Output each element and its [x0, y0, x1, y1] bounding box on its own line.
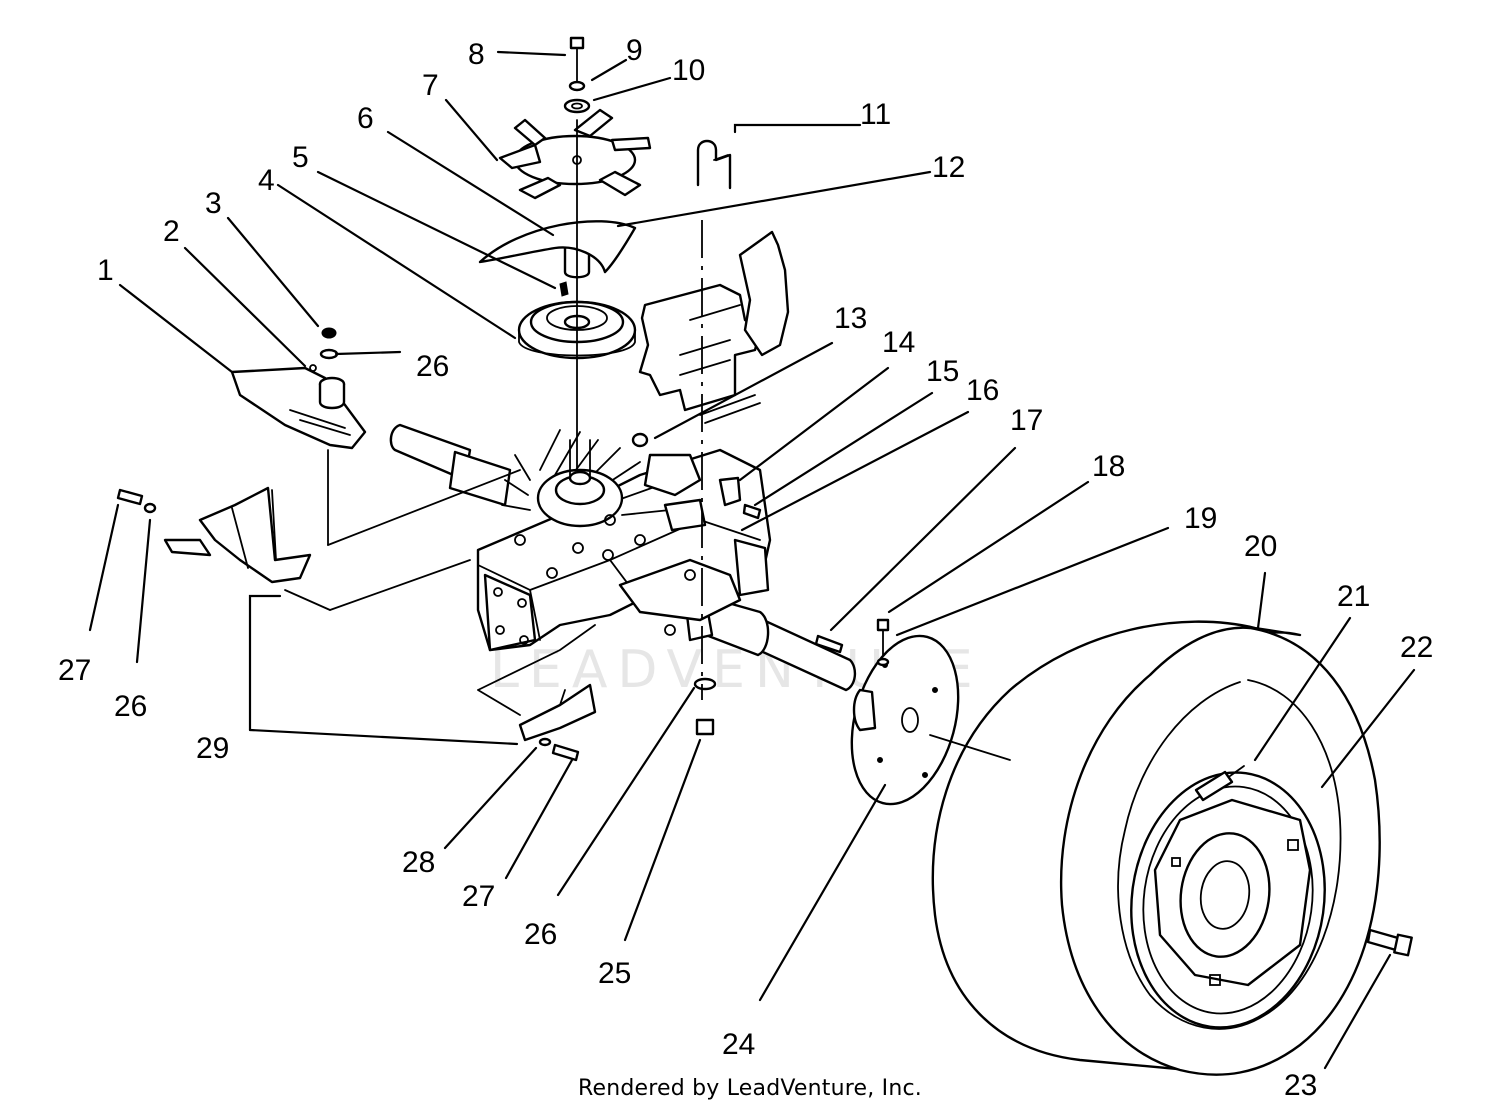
- callout-19: 19: [1184, 502, 1217, 535]
- callout-17: 17: [1010, 404, 1043, 437]
- callout-4: 4: [258, 164, 275, 197]
- callout-15: 15: [926, 355, 959, 388]
- callout-5: 5: [292, 141, 309, 174]
- callout-13: 13: [834, 302, 867, 335]
- callout-22: 22: [1400, 631, 1433, 664]
- bracket-bolt[interactable]: [116, 488, 144, 506]
- lower-bolt[interactable]: [551, 743, 580, 762]
- valve-stem[interactable]: [1194, 765, 1245, 802]
- callout-1: 1: [97, 254, 114, 287]
- transaxle-housing[interactable]: [476, 429, 772, 652]
- axle-key[interactable]: [814, 634, 844, 654]
- fan-bolt[interactable]: [569, 36, 585, 83]
- callout-26: 26: [524, 918, 557, 951]
- pivot-bolt[interactable]: [742, 503, 762, 520]
- callout-25: 25: [598, 957, 631, 990]
- fan-lockwasher[interactable]: [568, 80, 586, 92]
- callout-2: 2: [163, 215, 180, 248]
- callout-12: 12: [932, 151, 965, 184]
- callout-28: 28: [402, 846, 435, 879]
- wheel-rim[interactable]: [1115, 760, 1341, 1040]
- callout-21: 21: [1337, 580, 1370, 613]
- fan-shroud[interactable]: [478, 220, 637, 274]
- pivot-link[interactable]: [718, 476, 742, 507]
- left-axle[interactable]: [389, 423, 512, 507]
- cooling-fan[interactable]: [498, 108, 652, 200]
- callout-3: 3: [205, 187, 222, 220]
- wheel-bolt[interactable]: [1366, 928, 1413, 957]
- callout-27: 27: [58, 654, 91, 687]
- bracket-washer[interactable]: [143, 502, 157, 514]
- hub-washer[interactable]: [876, 657, 890, 667]
- callout-7: 7: [422, 69, 439, 102]
- callout-6: 6: [357, 102, 374, 135]
- clip[interactable]: [309, 364, 317, 372]
- callout-29: 29: [196, 732, 229, 765]
- callout-11: 11: [860, 98, 891, 131]
- drain-washer[interactable]: [693, 677, 717, 691]
- drain-plug[interactable]: [695, 718, 715, 736]
- frame-panel[interactable]: [638, 230, 790, 424]
- pulley-key[interactable]: [559, 281, 569, 297]
- callout-labels: 8 9 10 7 11 6 5 12 4 3 2 1 26 13 14 15 1…: [58, 34, 1433, 1102]
- callout-23: 23: [1284, 1069, 1317, 1102]
- callout-10: 10: [672, 54, 705, 87]
- callout-9: 9: [626, 34, 643, 67]
- callout-26: 26: [416, 350, 449, 383]
- callout-14: 14: [882, 326, 915, 359]
- fan-washer[interactable]: [563, 98, 591, 114]
- footer-credit: Rendered by LeadVenture, Inc.: [578, 1076, 922, 1101]
- u-bolt[interactable]: [696, 139, 732, 190]
- brake-bracket[interactable]: [163, 486, 312, 584]
- callout-26: 26: [114, 690, 147, 723]
- wheel-hub-flange[interactable]: [834, 624, 975, 816]
- pivot-nut[interactable]: [631, 432, 649, 448]
- callout-8: 8: [468, 38, 485, 71]
- assembly-centerlines: [284, 119, 1011, 761]
- nut[interactable]: [321, 327, 337, 339]
- washer[interactable]: [319, 348, 339, 360]
- left-bracket[interactable]: [230, 366, 367, 450]
- lower-lockwasher[interactable]: [538, 737, 552, 747]
- callout-27: 27: [462, 880, 495, 913]
- callout-20: 20: [1244, 530, 1277, 563]
- callout-16: 16: [966, 374, 999, 407]
- hub-bolt[interactable]: [876, 618, 890, 656]
- leader-lines: [88, 50, 1416, 1070]
- lower-bracket[interactable]: [518, 683, 597, 742]
- callout-18: 18: [1092, 450, 1125, 483]
- callout-24: 24: [722, 1028, 755, 1061]
